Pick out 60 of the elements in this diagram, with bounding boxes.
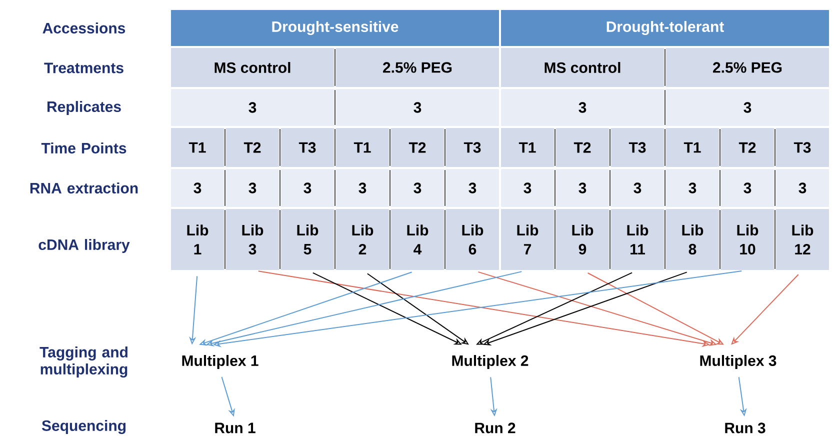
table-cell: MS control bbox=[171, 48, 334, 87]
table-cell: Lib 12 bbox=[776, 209, 829, 270]
row-heading: RNA extraction bbox=[30, 182, 138, 194]
table-cell: T1 bbox=[336, 128, 389, 167]
table-cell: MS control bbox=[501, 48, 664, 87]
table-cell: T3 bbox=[281, 128, 334, 167]
table-cell: Drought-sensitive bbox=[171, 10, 499, 46]
run-label: Run 2 bbox=[475, 422, 516, 434]
table-cell: Lib 4 bbox=[391, 209, 444, 270]
table-cell: Lib 7 bbox=[501, 209, 554, 270]
table-cell: 3 bbox=[611, 169, 664, 207]
row-heading: Replicates bbox=[47, 101, 121, 115]
multiplex-label: Multiplex 2 bbox=[452, 355, 528, 369]
row-heading: Accessions bbox=[42, 22, 126, 34]
row-heading: cDNA library bbox=[38, 239, 130, 253]
row-heading: Time Points bbox=[41, 142, 126, 154]
table-cell: 3 bbox=[721, 169, 774, 207]
table-cell: 3 bbox=[226, 169, 279, 207]
table-cell: Lib 8 bbox=[666, 209, 719, 270]
table-cell: Lib 11 bbox=[611, 209, 664, 270]
table-cell: 3 bbox=[281, 169, 334, 207]
table-cell: Lib 5 bbox=[281, 209, 334, 270]
table-cell: 3 bbox=[666, 169, 719, 207]
table-cell: 2.5% PEG bbox=[336, 48, 499, 87]
table-cell: Lib 9 bbox=[556, 209, 609, 270]
table-cell: Lib 2 bbox=[336, 209, 389, 270]
table-cell: 3 bbox=[391, 169, 444, 207]
table-cell: T3 bbox=[611, 128, 664, 167]
table-cell: T3 bbox=[446, 128, 499, 167]
table-cell: T2 bbox=[226, 128, 279, 167]
table-cell: Drought-tolerant bbox=[501, 10, 829, 46]
table-cell: 3 bbox=[171, 89, 334, 126]
row-heading: Tagging and multiplexing bbox=[40, 346, 128, 378]
table-cell: T1 bbox=[171, 128, 224, 167]
table-cell: T2 bbox=[391, 128, 444, 167]
table-cell: 2.5% PEG bbox=[666, 48, 829, 87]
table-cell: 3 bbox=[501, 89, 664, 126]
table-cell: 3 bbox=[666, 89, 829, 126]
table-cell: 3 bbox=[776, 169, 829, 207]
table-cell: 3 bbox=[336, 169, 389, 207]
run-label: Run 3 bbox=[725, 422, 766, 434]
row-heading: Sequencing bbox=[42, 420, 126, 434]
table-cell: 3 bbox=[501, 169, 554, 207]
table-cell: Lib 3 bbox=[226, 209, 279, 270]
table-cell: Lib 10 bbox=[721, 209, 774, 270]
table-cell: T2 bbox=[556, 128, 609, 167]
table-cell: 3 bbox=[556, 169, 609, 207]
table-cell: T3 bbox=[776, 128, 829, 167]
multiplex-label: Multiplex 1 bbox=[182, 355, 258, 369]
row-heading: Treatments bbox=[44, 62, 124, 74]
table-cell: Lib 6 bbox=[446, 209, 499, 270]
table-cell: T1 bbox=[501, 128, 554, 167]
table-cell: Lib 1 bbox=[171, 209, 224, 270]
table-cell: 3 bbox=[446, 169, 499, 207]
run-label: Run 1 bbox=[215, 422, 256, 434]
multiplex-label: Multiplex 3 bbox=[700, 355, 776, 369]
table-cell: T2 bbox=[721, 128, 774, 167]
table-cell: 3 bbox=[336, 89, 499, 126]
table-cell: 3 bbox=[171, 169, 224, 207]
table-cell: T1 bbox=[666, 128, 719, 167]
